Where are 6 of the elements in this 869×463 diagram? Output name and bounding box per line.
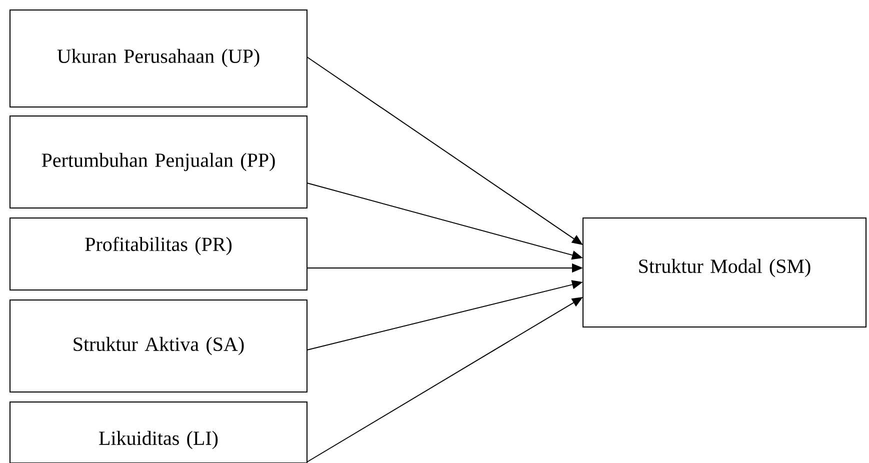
variable-box: Struktur Aktiva (SA) — [10, 300, 308, 392]
variable-box: Likuiditas (LI) — [10, 402, 308, 463]
variable-box: Pertumbuhan Penjualan (PP) — [10, 116, 308, 208]
variable-box: Profitabilitas (PR) — [10, 218, 308, 290]
variable-box: Struktur Modal (SM) — [582, 218, 867, 328]
variable-box: Ukuran Perusahaan (UP) — [10, 10, 308, 108]
